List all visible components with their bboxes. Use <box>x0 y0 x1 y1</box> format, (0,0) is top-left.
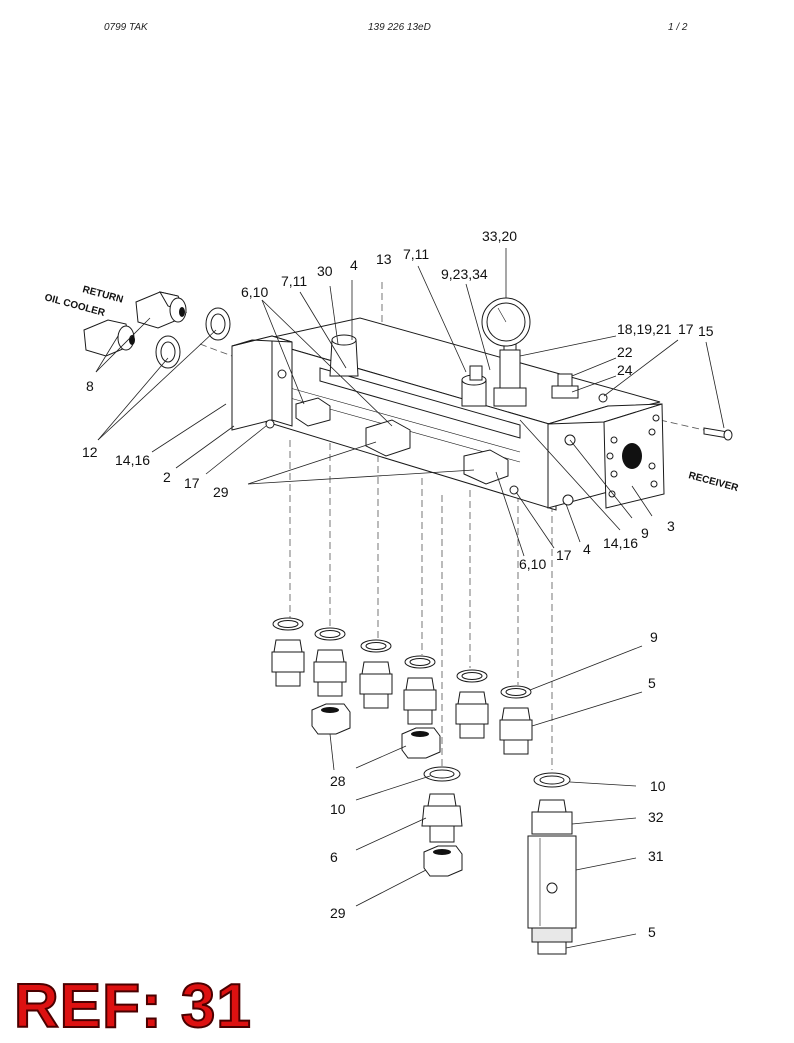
assembly-centerlines <box>199 282 705 770</box>
callout-label: 15 <box>698 323 714 339</box>
callout-label: 33,20 <box>482 228 517 244</box>
callout-label: 7,11 <box>403 246 429 262</box>
callout-label: 17 <box>678 321 694 337</box>
callout-label: 10 <box>330 801 346 817</box>
callout-label: 13 <box>376 251 392 267</box>
callout-label: 29 <box>213 484 229 500</box>
bolt-icon <box>703 427 733 441</box>
callout-label: 3 <box>667 518 675 534</box>
callout-label: 31 <box>648 848 664 864</box>
callout-label: 10 <box>650 778 666 794</box>
callout-label: 22 <box>617 344 633 360</box>
callout-label: 17 <box>184 475 200 491</box>
filter-assembly <box>527 799 577 955</box>
callout-label: 9,23,34 <box>441 266 488 282</box>
leader-lines <box>95 248 725 949</box>
callout-label: 6 <box>330 849 338 865</box>
header-page-number: 1 / 2 <box>668 22 688 33</box>
callout-label: 6,10 <box>241 284 268 300</box>
callout-label: 17 <box>556 547 572 563</box>
callout-label: 14,16 <box>115 452 150 468</box>
callout-label: 30 <box>317 263 333 279</box>
receiver-port-icon <box>622 443 642 469</box>
callout-label: 4 <box>350 257 358 273</box>
callout-labels: 33,20 7,11 4 13 30 7,11 6,10 9,23,34 18,… <box>82 228 714 940</box>
callout-label: 32 <box>648 809 664 825</box>
reference-label: REF: 31 <box>13 971 252 1042</box>
exploded-nuts <box>311 703 463 877</box>
callout-label: 24 <box>617 362 633 378</box>
callout-label: 4 <box>583 541 591 557</box>
header-part-number: 139 226 13eD <box>368 22 431 33</box>
oil-cooler-return-fittings <box>83 291 231 369</box>
exploded-adapter-6 <box>421 793 463 843</box>
header-doc-date: 0799 TAK <box>104 22 148 33</box>
callout-label: 8 <box>86 378 94 394</box>
tag-receiver: RECEIVER <box>687 470 740 494</box>
callout-label: 12 <box>82 444 98 460</box>
callout-label: 18,19,21 <box>617 321 672 337</box>
callout-label: 7,11 <box>281 273 307 289</box>
callout-label: 28 <box>330 773 346 789</box>
callout-label: 5 <box>648 924 656 940</box>
callout-label: 2 <box>163 469 171 485</box>
callout-label: 29 <box>330 905 346 921</box>
exploded-washers <box>423 766 571 788</box>
callout-label: 5 <box>648 675 656 691</box>
exploded-nipples <box>271 617 533 755</box>
callout-label: 9 <box>650 629 658 645</box>
callout-label: 14,16 <box>603 535 638 551</box>
top-fittings <box>329 297 579 407</box>
manifold-body <box>231 317 665 511</box>
callout-label: 6,10 <box>519 556 546 572</box>
callout-label: 9 <box>641 525 649 541</box>
